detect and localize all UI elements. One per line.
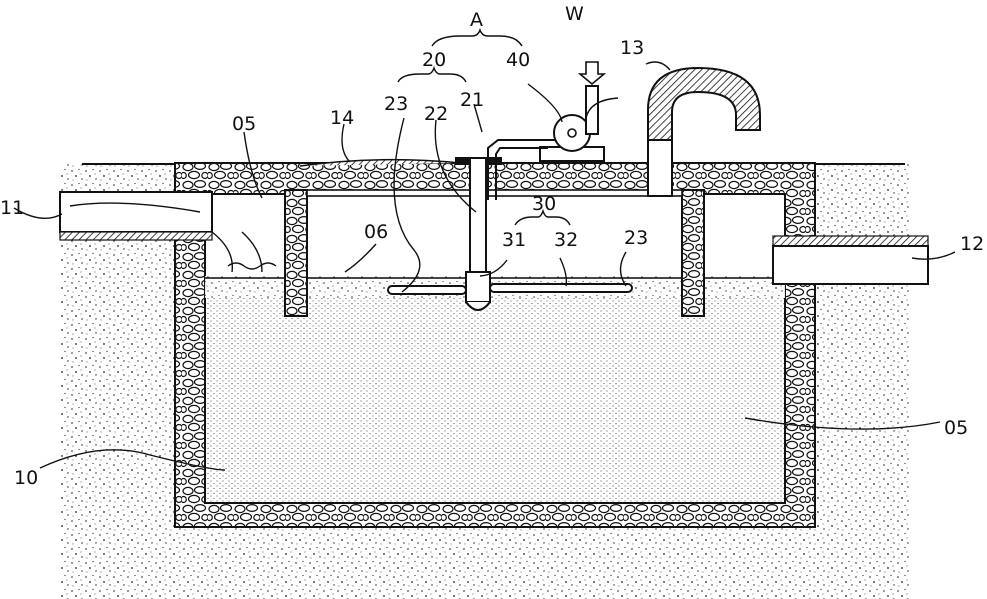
air-line-inner bbox=[495, 147, 548, 200]
leader-11 bbox=[13, 207, 63, 220]
leader-40 bbox=[585, 97, 619, 119]
inlet-pipe-11 bbox=[59, 191, 213, 233]
label-05-lower: 05 bbox=[944, 417, 968, 439]
leader-12 bbox=[911, 251, 956, 260]
label-23-upper: 23 bbox=[384, 93, 408, 115]
blower-hub-icon bbox=[567, 128, 577, 138]
leader-22 bbox=[434, 119, 477, 213]
inlet-pipe-flow bbox=[69, 202, 201, 213]
bracket-30 bbox=[514, 208, 571, 226]
label-W: W bbox=[565, 3, 584, 25]
label-05-upper: 05 bbox=[232, 113, 256, 135]
leader-13 bbox=[645, 61, 671, 71]
leader-06 bbox=[344, 243, 377, 273]
bracket-A bbox=[431, 27, 523, 47]
leader-05a bbox=[243, 131, 263, 199]
inlet-baffle-wall bbox=[284, 189, 308, 317]
label-22: 22 bbox=[424, 103, 448, 125]
blower-40 bbox=[553, 114, 591, 152]
diffuser-arm-left bbox=[387, 285, 467, 295]
pipe-clamp-left bbox=[455, 157, 477, 165]
leader-05b bbox=[744, 417, 941, 430]
vent-pipe-lower bbox=[647, 139, 673, 197]
leader-10 bbox=[39, 449, 226, 471]
cover-lid-14 bbox=[299, 158, 461, 167]
diffuser-head-31 bbox=[465, 271, 491, 303]
leader-23b bbox=[619, 251, 627, 287]
label-32: 32 bbox=[554, 229, 578, 251]
bracket-20 bbox=[397, 65, 467, 83]
vent-pipe-13 bbox=[647, 66, 761, 197]
label-31: 31 bbox=[502, 229, 526, 251]
outlet-baffle-wall bbox=[681, 189, 705, 317]
leader-31 bbox=[479, 259, 508, 277]
outlet-pipe-wall bbox=[772, 235, 929, 247]
air-line-21 bbox=[487, 139, 556, 200]
label-06: 06 bbox=[364, 221, 388, 243]
label-11: 11 bbox=[0, 197, 24, 219]
label-10: 10 bbox=[14, 467, 38, 489]
leader-21 bbox=[473, 103, 483, 133]
leader-14 bbox=[341, 123, 351, 163]
inflow-stream bbox=[211, 231, 234, 273]
blower-intake-w bbox=[585, 85, 599, 135]
diffuser-bottom bbox=[465, 301, 491, 311]
label-30: 30 bbox=[532, 193, 556, 215]
label-20: 20 bbox=[422, 49, 446, 71]
label-21: 21 bbox=[460, 89, 484, 111]
drop-pipe-22 bbox=[469, 157, 487, 289]
diffuser-arm-right-32 bbox=[489, 283, 633, 293]
leader-40b bbox=[527, 83, 563, 123]
leader-23a bbox=[393, 117, 421, 293]
label-13: 13 bbox=[620, 37, 644, 59]
inflow-ripple bbox=[227, 262, 277, 270]
label-40: 40 bbox=[506, 49, 530, 71]
inlet-pipe-wall bbox=[59, 231, 213, 241]
inflow-stream-2 bbox=[241, 231, 263, 273]
air-in-arrow-icon bbox=[577, 61, 607, 86]
label-23-lower: 23 bbox=[624, 227, 648, 249]
leader-32 bbox=[559, 257, 568, 287]
label-12: 12 bbox=[960, 233, 984, 255]
cover-slab bbox=[306, 189, 683, 197]
label-14: 14 bbox=[330, 107, 354, 129]
label-A: A bbox=[470, 9, 483, 31]
outlet-pipe-12 bbox=[772, 245, 929, 285]
pipe-clamp-right bbox=[486, 157, 502, 165]
